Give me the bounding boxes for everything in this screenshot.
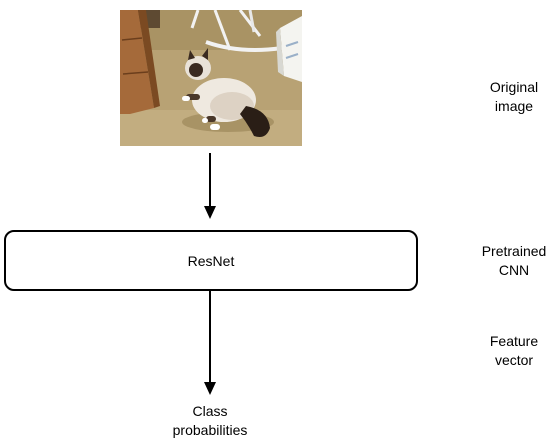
arrow-image-to-resnet bbox=[204, 153, 216, 219]
resnet-label: ResNet bbox=[187, 252, 235, 269]
original-image-label: Original image bbox=[489, 79, 539, 114]
arrow-resnet-to-probabilities bbox=[204, 291, 216, 395]
resnet-box: ResNet bbox=[4, 230, 418, 291]
original-image-photo bbox=[120, 10, 302, 146]
pretrained-cnn-label: Pretrained CNN bbox=[481, 243, 547, 278]
class-probabilities-label: Class probabilities bbox=[172, 403, 248, 438]
feature-vector-label: Feature vector bbox=[489, 333, 539, 368]
